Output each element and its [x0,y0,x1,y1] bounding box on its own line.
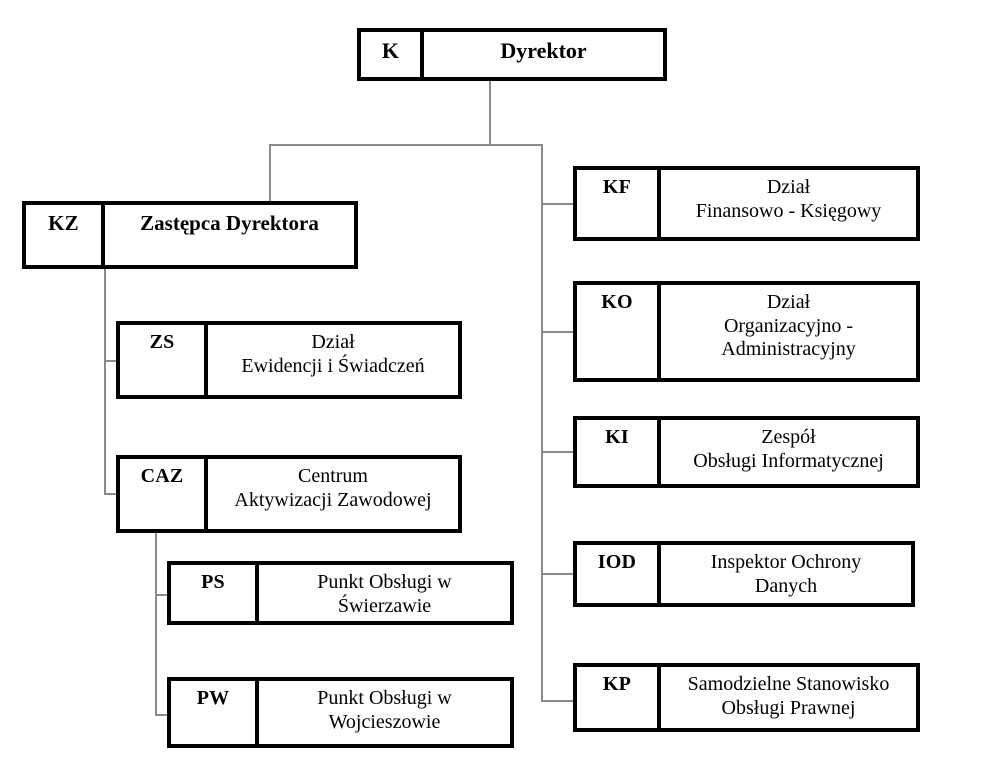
org-node-ps-code: PS [171,565,259,621]
org-node-kp[interactable]: KP Samodzielne Stanowisko Obsługi Prawne… [573,663,920,732]
org-node-caz-title: Centrum Aktywizacji Zawodowej [234,465,432,511]
org-node-kz-title: Zastępca Dyrektora [140,211,319,235]
org-node-ps[interactable]: PS Punkt Obsługi w Świerzawie [167,561,514,625]
connector-right-spine [541,144,543,702]
connector-director-drop [489,81,491,145]
org-node-zs-code: ZS [120,325,208,395]
org-node-ki[interactable]: KI Zespół Obsługi Informatycznej [573,416,920,488]
connector-stub-zs [104,360,118,362]
connector-stub-ki [541,451,575,453]
connector-stub-iod [541,573,575,575]
org-node-caz-code: CAZ [120,459,208,529]
org-node-k-code: K [361,32,424,77]
org-node-pw[interactable]: PW Punkt Obsługi w Wojcieszowie [167,677,514,748]
org-node-pw-title: Punkt Obsługi w Wojcieszowie [317,687,452,733]
org-node-ko-title: Dział Organizacyjno - Administracyjny [721,291,856,361]
connector-caz-spine [155,532,157,715]
org-node-kf[interactable]: KF Dział Finansowo - Księgowy [573,166,920,241]
org-node-iod-code: IOD [577,545,661,603]
org-node-zs-title: Dział Ewidencji i Świadczeń [241,331,425,377]
org-node-kp-title: Samodzielne Stanowisko Obsługi Prawnej [687,673,890,719]
org-node-zs[interactable]: ZS Dział Ewidencji i Świadczeń [116,321,462,399]
org-node-pw-code: PW [171,681,259,744]
org-node-ki-title: Zespół Obsługi Informatycznej [693,426,884,472]
org-node-ki-code: KI [577,420,661,484]
connector-stub-kp [541,700,575,702]
org-node-iod-title: Inspektor Ochrony Danych [710,551,862,597]
org-node-ko-code: KO [577,285,661,378]
connector-stub-pw [155,714,169,716]
connector-kz-spine [104,268,106,494]
connector-stub-caz [104,493,118,495]
org-node-caz[interactable]: CAZ Centrum Aktywizacji Zawodowej [116,455,462,533]
org-node-k[interactable]: K Dyrektor [357,28,667,81]
org-node-ko[interactable]: KO Dział Organizacyjno - Administracyjny [573,281,920,382]
connector-main-bus [269,144,543,146]
connector-stub-ps [155,594,169,596]
connector-deputy-drop [269,144,271,202]
org-node-kp-code: KP [577,667,661,728]
connector-stub-kf [541,203,575,205]
org-node-kz-code: KZ [26,205,105,265]
connector-stub-ko [541,331,575,333]
org-node-k-title: Dyrektor [500,38,587,63]
org-node-iod[interactable]: IOD Inspektor Ochrony Danych [573,541,915,607]
org-node-kz[interactable]: KZ Zastępca Dyrektora [22,201,358,269]
org-node-kf-title: Dział Finansowo - Księgowy [695,176,882,222]
org-node-kf-code: KF [577,170,661,237]
org-node-ps-title: Punkt Obsługi w Świerzawie [317,571,452,617]
